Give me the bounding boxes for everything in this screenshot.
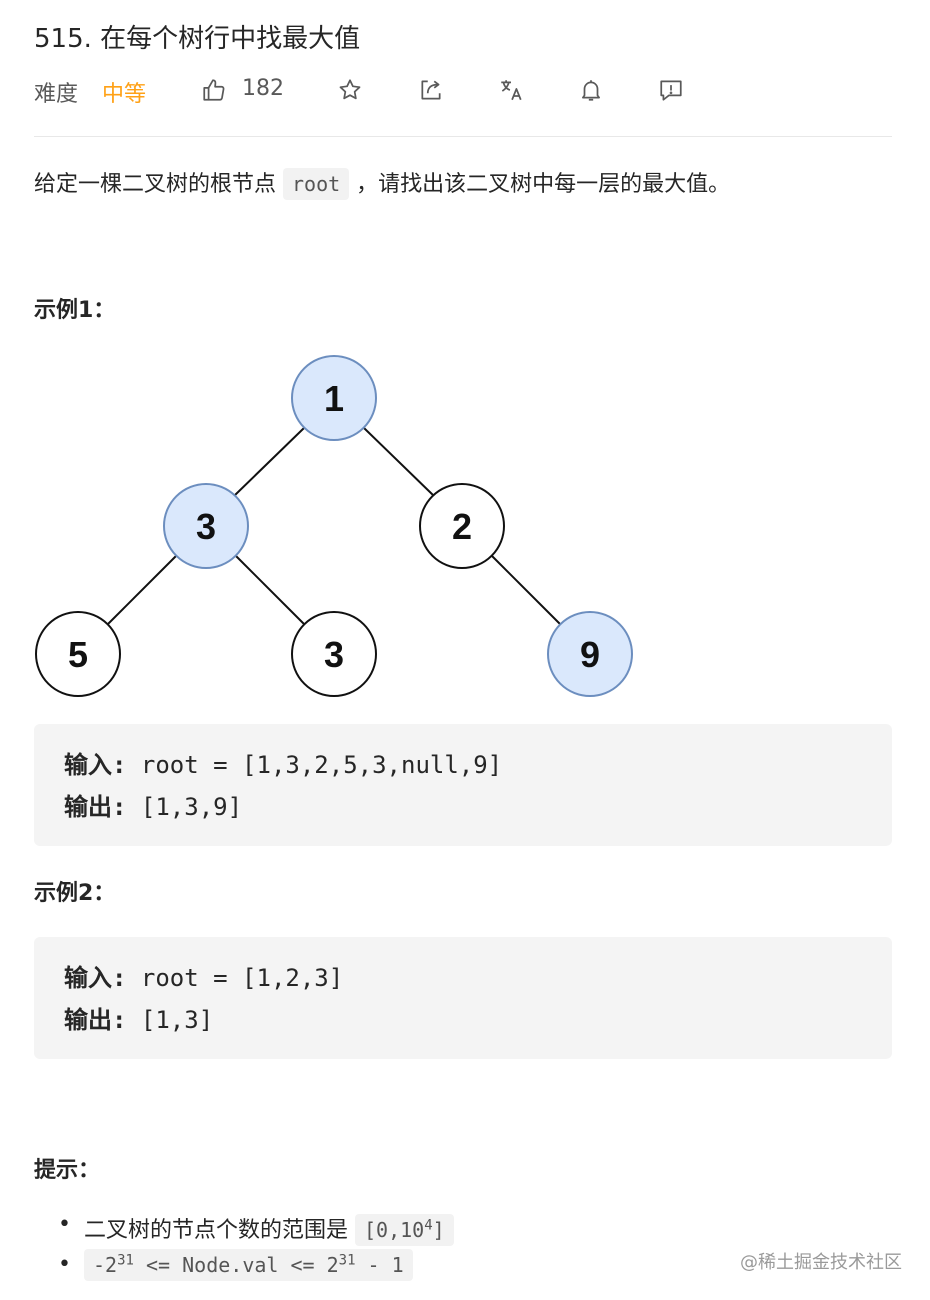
edge-2-9 — [491, 555, 561, 625]
range-text: [0,10 — [364, 1218, 425, 1242]
problem-title: 515. 在每个树行中找最大值 — [34, 24, 361, 54]
tree-node: 2 — [419, 483, 505, 569]
bell-icon[interactable] — [575, 74, 607, 106]
input-label: 输入: — [64, 964, 127, 992]
example1-input: root = [1,3,2,5,3,null,9] — [126, 751, 503, 779]
problem-meta-bar: 难度 中等 182 — [34, 72, 892, 110]
problem-description: 给定一棵二叉树的根节点 root ，请找出该二叉树中每一层的最大值。 — [34, 164, 730, 205]
feedback-icon[interactable] — [655, 74, 687, 106]
thumbs-up-icon[interactable] — [198, 74, 230, 106]
header-divider — [34, 136, 892, 137]
tree-node: 3 — [291, 611, 377, 697]
node-label: 3 — [196, 506, 216, 547]
output-label: 输出: — [64, 793, 127, 821]
value-min-exponent: 31 — [117, 1252, 134, 1268]
example1-code-block: 输入: root = [1,3,2,5,3,null,9] 输出: [1,3,9… — [34, 724, 892, 846]
example1-output: [1,3,9] — [126, 793, 243, 821]
difficulty-label: 难度 — [34, 82, 79, 107]
tree-edges — [107, 427, 561, 625]
example2-code-block: 输入: root = [1,2,3] 输出: [1,3] — [34, 937, 892, 1059]
output-label: 输出: — [64, 1006, 127, 1034]
value-max-tail: - 1 — [355, 1252, 404, 1277]
example2-input-line: 输入: root = [1,2,3] — [64, 957, 862, 999]
tree-node: 1 — [291, 355, 377, 441]
hint-text: 二叉树的节点个数的范围是 — [84, 1218, 355, 1243]
example1-tree-diagram: 1 3 2 5 3 9 — [35, 355, 633, 697]
input-label: 输入: — [64, 751, 127, 779]
node-label: 2 — [452, 506, 472, 547]
tree-node: 5 — [35, 611, 121, 697]
node-label: 3 — [324, 634, 344, 675]
hint-range-code: [0,104] — [355, 1214, 454, 1246]
example1-heading: 示例1： — [34, 298, 116, 323]
hint-item-node-count: 二叉树的节点个数的范围是 [0,104] — [58, 1212, 454, 1246]
watermark: @稀土掘金技术社区 — [740, 1252, 902, 1273]
translate-icon[interactable] — [495, 74, 527, 106]
like-count: 182 — [242, 76, 284, 101]
example2-heading: 示例2： — [34, 881, 116, 906]
share-icon[interactable] — [415, 74, 447, 106]
range-close: ] — [432, 1218, 445, 1242]
tree-node: 9 — [547, 611, 633, 697]
example1-input-line: 输入: root = [1,3,2,5,3,null,9] — [64, 744, 862, 786]
difficulty-badge: 中等 — [102, 82, 147, 107]
value-max-exponent: 31 — [338, 1252, 356, 1268]
node-label: 9 — [580, 634, 600, 675]
example2-output-line: 输出: [1,3] — [64, 999, 862, 1041]
edge-3-3 — [235, 555, 305, 625]
description-text-end: ，请找出该二叉树中每一层的最大值。 — [349, 172, 731, 197]
star-icon[interactable] — [334, 74, 366, 106]
description-text: 给定一棵二叉树的根节点 — [34, 172, 283, 197]
hint-item-value-range: -231 <= Node.val <= 231 - 1 — [58, 1248, 413, 1281]
value-mid: <= Node.val <= 2 — [133, 1252, 339, 1277]
edge-1-2 — [363, 427, 435, 497]
edge-3-5 — [107, 555, 177, 625]
range-exponent: 4 — [424, 1217, 433, 1234]
value-min-base: -2 — [93, 1252, 118, 1277]
edge-1-3 — [233, 427, 305, 497]
node-label: 1 — [324, 378, 344, 419]
example1-output-line: 输出: [1,3,9] — [64, 786, 862, 828]
root-code: root — [283, 168, 350, 200]
example2-output: [1,3] — [126, 1006, 214, 1034]
hints-heading: 提示： — [34, 1158, 101, 1183]
node-label: 5 — [68, 634, 88, 675]
example2-input: root = [1,2,3] — [126, 964, 344, 992]
tree-node: 3 — [163, 483, 249, 569]
hint-value-code: -231 <= Node.val <= 231 - 1 — [84, 1248, 413, 1281]
